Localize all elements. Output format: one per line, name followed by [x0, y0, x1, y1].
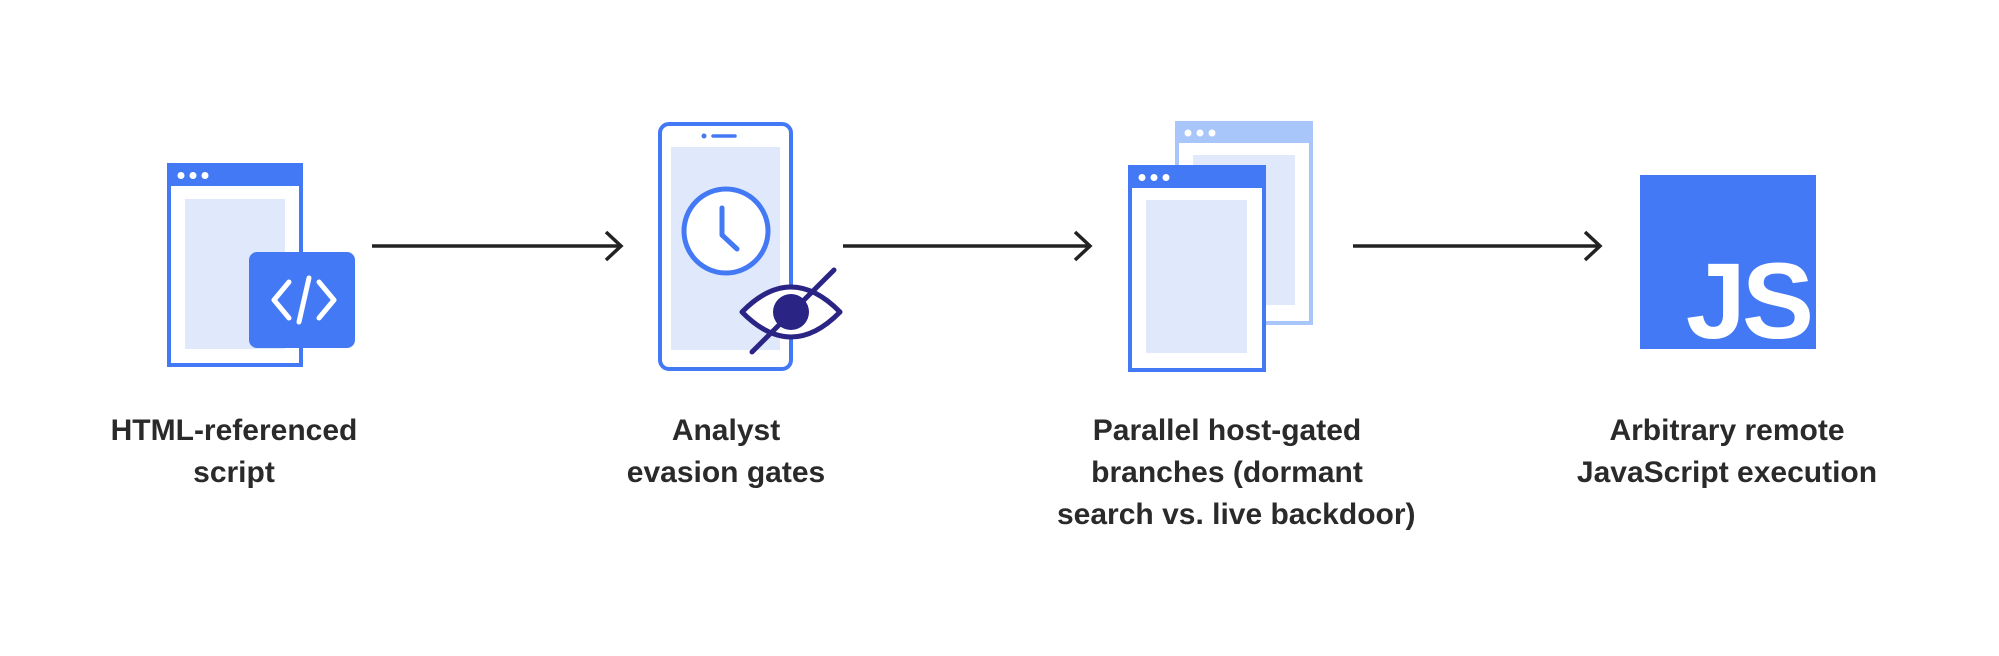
arrow-right-icon [843, 230, 1093, 262]
arrow-right-icon [372, 230, 624, 262]
step-label-line: Parallel host-gated [1092, 414, 1362, 447]
step-label-line: branches (dormant [1091, 456, 1363, 489]
step-label: Analyst evasion gates [556, 410, 896, 494]
step-label-line: search vs. live backdoor) [1057, 498, 1416, 531]
js-logo-text: JS [1686, 240, 1810, 361]
step-label-line: JavaScript execution [1576, 456, 1878, 489]
step-label: Arbitrary remote JavaScript execution [1557, 410, 1897, 494]
browser-code-icon [167, 163, 355, 367]
step-label-line: HTML-referenced [110, 414, 358, 447]
step-label-line: script [193, 456, 275, 489]
stacked-windows-icon [1128, 121, 1313, 372]
step-label-line: Analyst [671, 414, 781, 447]
step-label-line: Arbitrary remote [1609, 414, 1845, 447]
step-label-line: evasion gates [626, 456, 826, 489]
step-label: Parallel host-gated branches (dormant se… [1057, 410, 1416, 536]
arrow-right-icon [1353, 230, 1603, 262]
phone-clock-hidden-eye-icon [658, 122, 843, 371]
hidden-eye-icon [739, 267, 843, 355]
javascript-logo-icon: JS [1640, 175, 1816, 361]
step-label: HTML-referenced script [64, 410, 404, 494]
clock-icon [681, 186, 771, 276]
